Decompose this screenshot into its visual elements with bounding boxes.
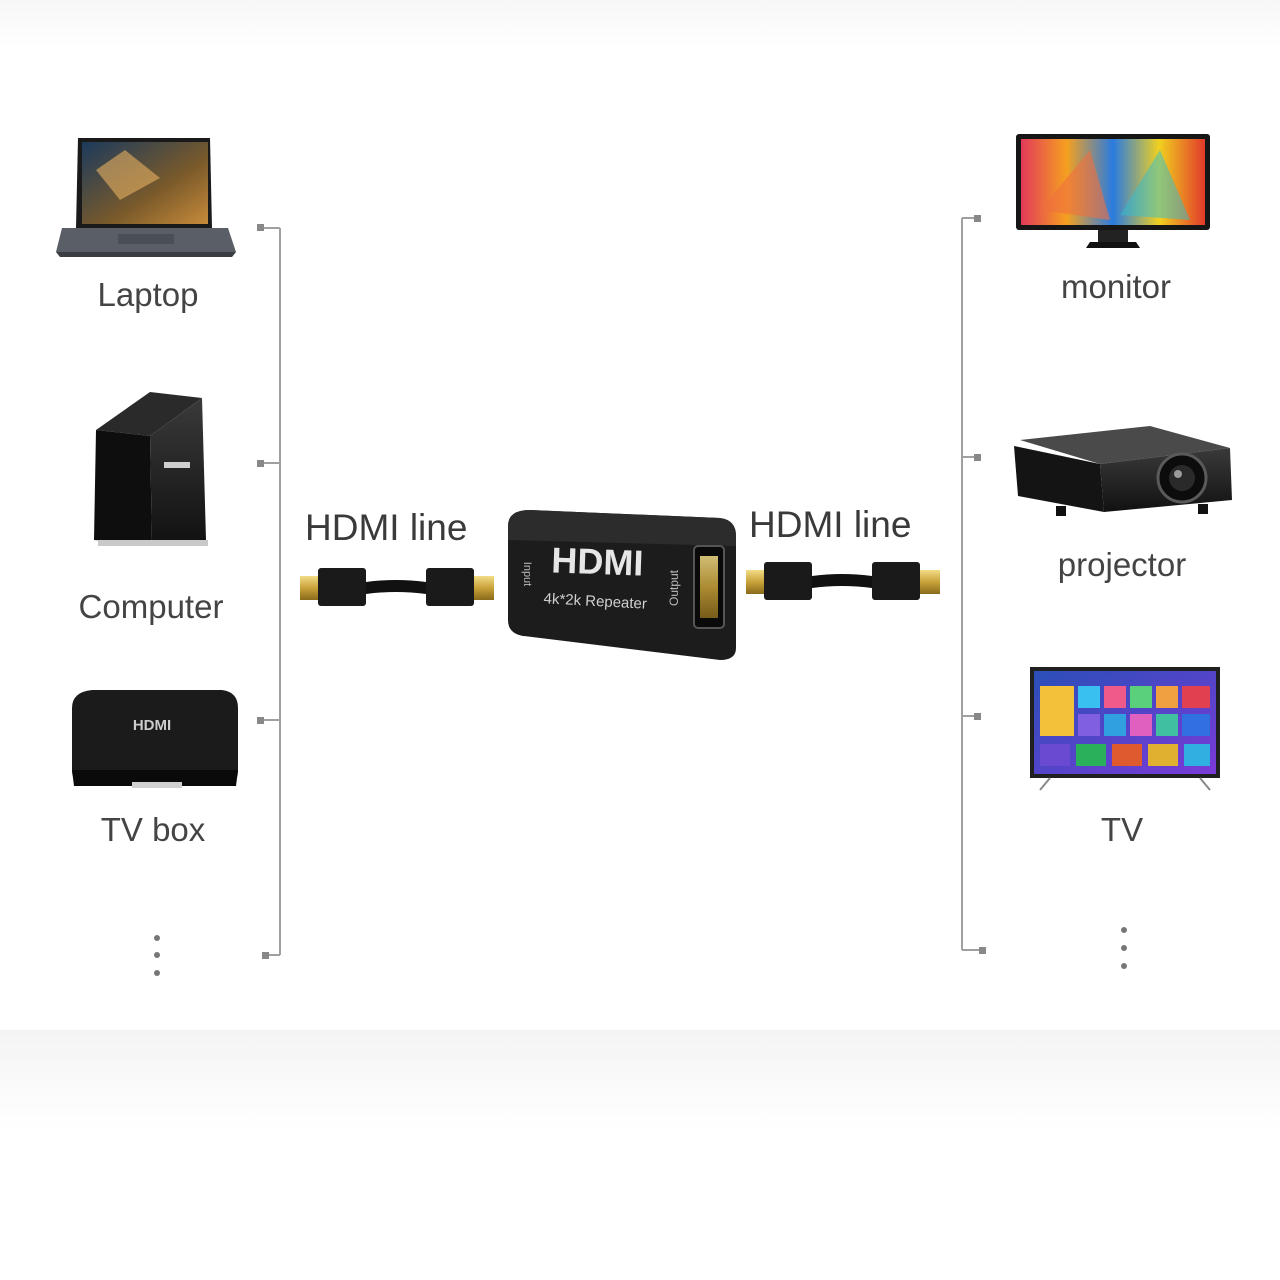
- right-hdmi-cable: [746, 562, 940, 600]
- projector-icon: [1014, 426, 1232, 516]
- tv-label: TV: [1101, 811, 1143, 849]
- right-hdmi-line-label: HDMI line: [749, 504, 911, 546]
- computer-label: Computer: [79, 588, 224, 626]
- repeater-input-label: Input: [521, 562, 533, 586]
- more-displays-ellipsis: [1121, 927, 1127, 969]
- right-bracket: [962, 218, 980, 950]
- tv-box-icon: HDMI: [72, 690, 238, 788]
- left-hdmi-line-label: HDMI line: [305, 507, 467, 549]
- repeater-output-label: Output: [667, 569, 681, 606]
- monitor-label: monitor: [1061, 268, 1171, 306]
- left-hdmi-cable: [300, 568, 494, 606]
- left-bracket-ticks: [257, 224, 269, 959]
- tv-box-label: TV box: [101, 811, 206, 849]
- tv-box-brand: HDMI: [133, 717, 171, 734]
- hdmi-repeater: HDMI 4k*2k Repeater Input Output: [508, 510, 736, 660]
- monitor-icon: [1016, 134, 1210, 248]
- laptop-label: Laptop: [98, 276, 199, 314]
- right-bracket-ticks: [974, 215, 986, 954]
- bottom-background: [0, 1030, 1280, 1280]
- repeater-brand: HDMI: [551, 539, 644, 583]
- tv-icon: [1030, 667, 1220, 790]
- left-bracket: [262, 228, 280, 955]
- laptop-icon: [56, 138, 236, 257]
- more-sources-ellipsis: [154, 935, 160, 976]
- projector-label: projector: [1058, 546, 1186, 584]
- computer-tower-icon: [94, 392, 208, 546]
